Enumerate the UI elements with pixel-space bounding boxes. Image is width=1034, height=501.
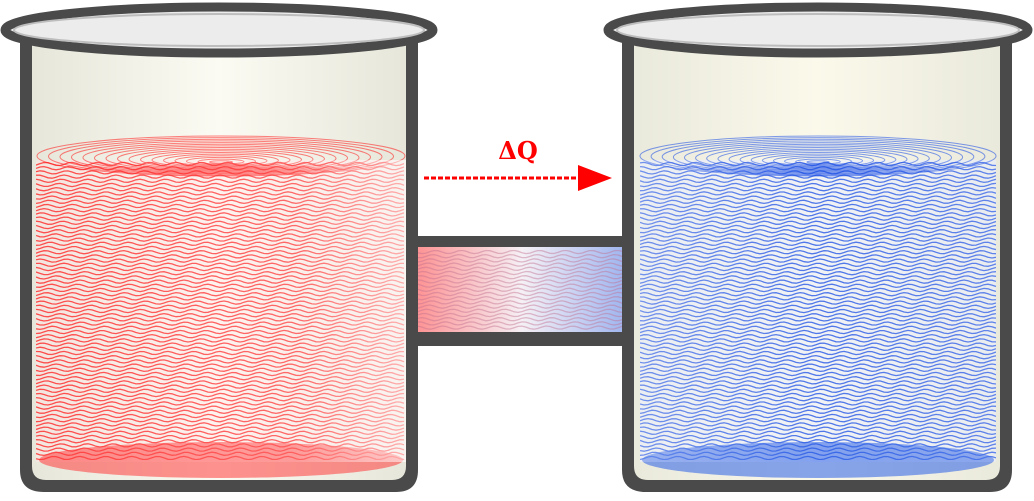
heat-flow-arrow — [424, 165, 612, 191]
tube-liquid-wave — [398, 295, 647, 301]
tube-liquid-wave — [398, 274, 647, 280]
tube-liquid-wave — [398, 316, 647, 322]
hot-liquid — [36, 135, 406, 478]
cold-beaker — [603, 2, 1033, 492]
tube-liquid-wave — [398, 308, 647, 314]
tube-liquid-wave — [398, 262, 647, 267]
tube-liquid-wave — [398, 321, 647, 326]
tube-liquid-wave — [398, 266, 647, 272]
cold-liquid — [639, 135, 997, 478]
tube-liquid-wave — [398, 304, 647, 309]
tube-liquid-wave — [398, 279, 647, 284]
tube-liquid-wave — [398, 258, 647, 263]
tube-liquid-wave — [398, 291, 647, 297]
tube-liquid-wave — [398, 250, 647, 255]
tube-liquid-wave — [398, 287, 647, 293]
tube-liquid-wave — [398, 312, 647, 318]
connecting-tube — [396, 236, 648, 346]
heat-transfer-label: ΔQ — [498, 136, 538, 165]
tube-liquid-wave — [398, 325, 647, 330]
tube-liquid-wave — [398, 270, 646, 276]
tube-liquid-wave — [398, 253, 647, 259]
hot-beaker — [0, 2, 438, 492]
tube-liquid-wave — [398, 300, 647, 305]
tube-liquid-wave — [398, 283, 647, 288]
